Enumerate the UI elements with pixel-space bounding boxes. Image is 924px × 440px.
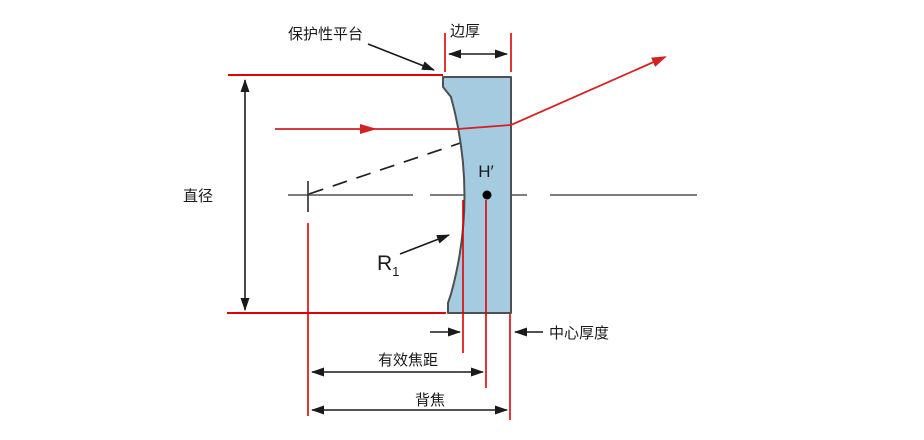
radius-r1-label: R1 (377, 252, 399, 279)
protective-flat-label: 保护性平台 (288, 26, 363, 43)
effective-focal-length-label: 有效焦距 (378, 352, 438, 369)
h-prime-label: H′ (478, 162, 493, 181)
r1-leader-arrow (399, 234, 450, 255)
protective-flat-leader-arrow (367, 43, 435, 71)
diameter-label: 直径 (183, 188, 213, 205)
lens-body (442, 76, 512, 314)
incoming-ray-arrowhead (360, 124, 377, 134)
virtual-ray-extension-dashed (308, 127, 506, 195)
center-thickness-label: 中心厚度 (549, 325, 609, 342)
edge-thickness-label: 边厚 (450, 23, 480, 40)
principal-plane-dot (482, 190, 492, 200)
back-focal-length-label: 背焦 (415, 392, 445, 409)
